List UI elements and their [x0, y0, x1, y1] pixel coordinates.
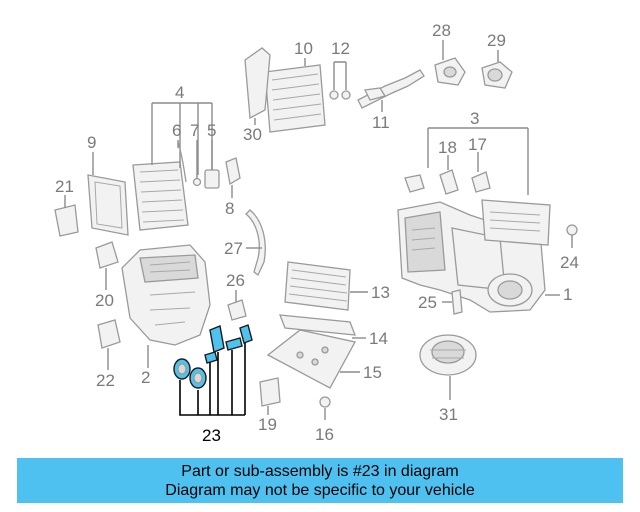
part-26-clip	[227, 299, 247, 321]
banner-line-1: Part or sub-assembly is #23 in diagram	[181, 462, 459, 480]
callout-12: 12	[331, 39, 350, 58]
leader-4	[151, 102, 213, 182]
part-1-hvac-housing	[397, 199, 551, 313]
part-29-gasket	[481, 61, 513, 89]
part-16-screw	[319, 396, 331, 408]
part-21-bracket	[54, 204, 79, 237]
leader-12	[333, 61, 347, 90]
part-17-actuator	[471, 171, 491, 193]
callout-19: 19	[258, 415, 277, 434]
part-15-cover	[266, 329, 356, 389]
part-9-filter	[87, 174, 129, 236]
part-2-heater-housing	[121, 244, 211, 346]
callout-29: 29	[487, 31, 506, 50]
part-11-pipes	[357, 69, 425, 109]
part-24-screw	[566, 224, 578, 236]
part-8-valve	[225, 157, 241, 186]
part-31-blower-motor	[419, 334, 477, 376]
leader-3	[427, 127, 529, 195]
part-6-tube	[177, 141, 187, 183]
callout-26: 26	[226, 271, 245, 290]
callout-31: 31	[439, 405, 458, 424]
callout-10: 10	[294, 39, 313, 58]
parts-diagram: 1 2 3 4 5 6 7 8 9 10 11 12 13 14 15 16 1…	[54, 21, 579, 445]
callout-6: 6	[172, 121, 181, 140]
callout-27: 27	[224, 239, 243, 258]
callout-4: 4	[175, 83, 184, 102]
part-7-oring	[192, 177, 202, 187]
callout-15: 15	[363, 363, 382, 382]
part-18-actuator	[439, 169, 459, 195]
callout-8: 8	[225, 199, 234, 218]
part-23-highlighted-parts	[173, 324, 253, 389]
part-12-clips	[329, 90, 351, 100]
callout-23: 23	[202, 426, 221, 445]
part-14-seal	[279, 314, 356, 336]
callout-18: 18	[438, 138, 457, 157]
callout-13: 13	[371, 283, 390, 302]
part-27-hose	[245, 209, 266, 277]
callout-25: 25	[418, 293, 437, 312]
part-20-clip	[95, 241, 119, 269]
part-28-gasket	[434, 57, 466, 86]
leader-23	[179, 343, 246, 416]
callout-11: 11	[372, 113, 390, 132]
part-5-sensor	[204, 169, 220, 189]
part-22-bracket	[97, 319, 121, 349]
callout-17: 17	[468, 135, 487, 154]
callout-21: 21	[55, 177, 74, 196]
part-25-sensor	[451, 289, 463, 315]
callout-1: 1	[563, 285, 572, 304]
part-30-bracket	[244, 47, 271, 120]
part-3-actuator	[404, 174, 425, 193]
callout-28: 28	[432, 21, 451, 40]
callout-9: 9	[87, 133, 96, 152]
callout-22: 22	[96, 371, 115, 390]
banner-line-2: Diagram may not be specific to your vehi…	[165, 481, 475, 499]
callout-16: 16	[315, 425, 334, 444]
callout-24: 24	[560, 253, 579, 272]
part-4-evaporator	[132, 161, 189, 231]
callout-7: 7	[190, 121, 199, 140]
callout-20: 20	[95, 291, 114, 310]
part-13-filter	[284, 261, 351, 311]
callout-30: 30	[243, 125, 262, 144]
callout-14: 14	[369, 329, 388, 348]
callout-2: 2	[141, 368, 150, 387]
info-banner: Part or sub-assembly is #23 in diagram D…	[17, 458, 623, 503]
callout-3: 3	[470, 109, 479, 128]
callout-5: 5	[207, 121, 216, 140]
part-19-bracket	[259, 377, 281, 407]
part-10-heater-core	[264, 64, 326, 133]
